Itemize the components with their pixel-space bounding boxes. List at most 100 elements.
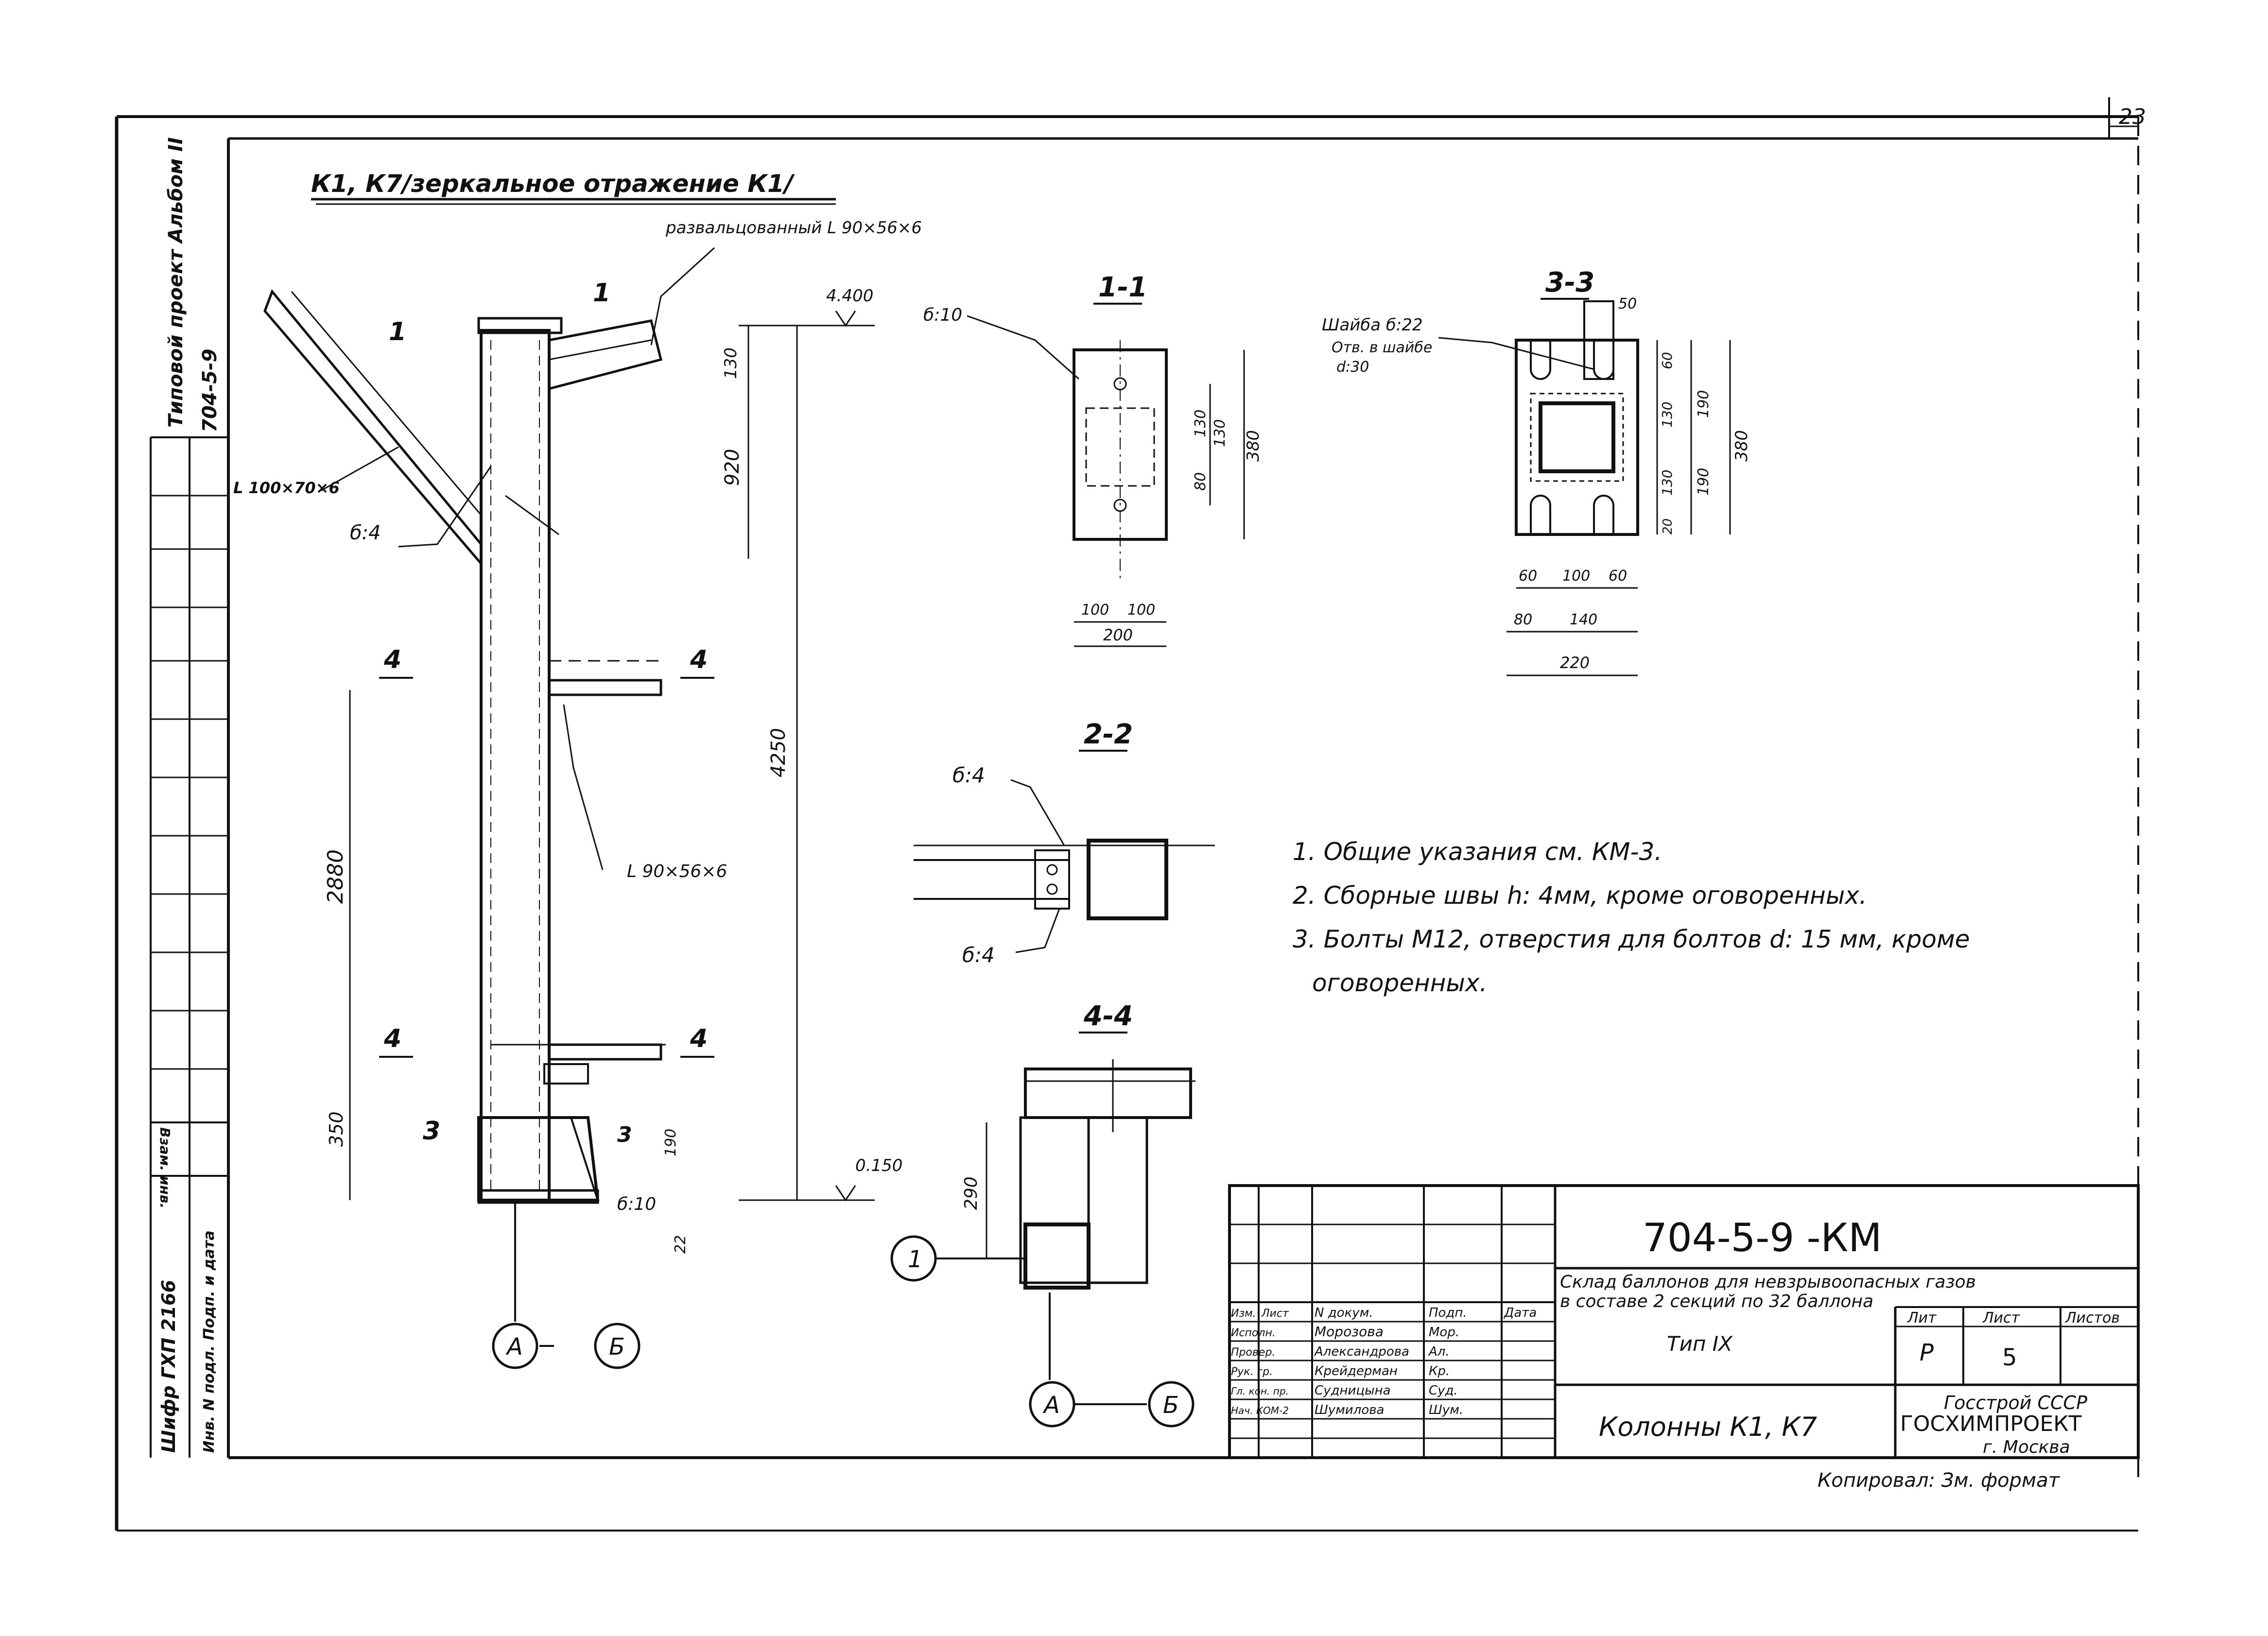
general-notes: 1. Общие указания см. КМ-3. 2. Сборные ш…: [1293, 838, 1970, 997]
section-11-d130b: 130: [1212, 419, 1229, 447]
section-11-d130: 130: [1192, 410, 1209, 437]
section-44-circle: 1: [908, 1246, 923, 1273]
row-3-role: Рук. гр.: [1231, 1366, 1273, 1378]
title-block-org-3: г. Москва: [1983, 1437, 2070, 1457]
section-33-base: [1515, 339, 1639, 536]
column-top-plate: [477, 317, 563, 334]
section-33-d130a: 130: [1659, 402, 1675, 428]
column-base: [477, 1116, 600, 1202]
section-33-title: 3-3: [1545, 267, 1594, 298]
section-33-d100: 100: [1562, 568, 1590, 585]
row-5-sign: Шум.: [1429, 1403, 1463, 1417]
section-33-d60a: 60: [1519, 568, 1537, 585]
title-block-org-1: Госстрой СССР: [1944, 1392, 2087, 1413]
section-33-hole-d: d:30: [1336, 359, 1369, 376]
lower-bracket: [548, 1043, 662, 1061]
dim-920: 920: [721, 449, 744, 486]
section-11-d100b: 100: [1127, 602, 1155, 619]
section-11-d80: 80: [1192, 472, 1209, 491]
title-block-sheet-name: Колонны К1, К7: [1599, 1412, 1817, 1442]
mid-bracket: [548, 679, 662, 696]
side-code-label: 704-5-9: [199, 349, 221, 432]
title-block-code: 704-5-9 -КМ: [1643, 1215, 1882, 1260]
title-block-org-2: ГОСХИМПРОЕКТ: [1900, 1412, 2082, 1436]
sheet-number: 23: [2119, 104, 2146, 129]
title-block-sheets-label: Листов: [2065, 1309, 2120, 1326]
row-4-name: Судницына: [1315, 1383, 1391, 1398]
section-22-plate-top: б:4: [952, 763, 985, 787]
sec4-a-mark: 4: [383, 645, 401, 674]
title-block-type: Тип IX: [1667, 1332, 1733, 1356]
elev-bottom-label: 0.150: [855, 1156, 902, 1175]
dim-350: 350: [326, 1111, 347, 1147]
row-2-role: Провер.: [1231, 1346, 1275, 1359]
section-11-plate-label: б:10: [923, 305, 962, 325]
section-33-d80: 80: [1514, 611, 1532, 628]
angle-note-label: развальцованный L 90×56×6: [665, 218, 922, 238]
side-project-label: Типовой проект Альбом II: [165, 137, 187, 428]
sec1-right-mark: 1: [593, 278, 610, 308]
top-bracket: [549, 319, 663, 390]
title-block-stage: Р: [1920, 1339, 1934, 1366]
section-44-title: 4-4: [1083, 1000, 1133, 1032]
sec1-left-mark: 1: [389, 317, 406, 346]
hdr-ndoc: N докум.: [1315, 1306, 1373, 1320]
section-22-title: 2-2: [1084, 719, 1133, 750]
section-33-d60b: 60: [1609, 568, 1627, 585]
section-11-d380: 380: [1244, 430, 1263, 462]
axis-a-label: А: [505, 1333, 523, 1360]
row-2-name: Александрова: [1314, 1344, 1409, 1359]
hdr-podp: Подп.: [1429, 1306, 1467, 1320]
row-2-sign: Ал.: [1428, 1344, 1450, 1359]
plate-b10-label: б:10: [617, 1194, 656, 1214]
angle-left-label: L 100×70×6: [233, 479, 340, 497]
row-1-name: Морозова: [1315, 1324, 1384, 1340]
row-3-name: Крейдерман: [1315, 1364, 1398, 1378]
note-3-cont: оговоренных.: [1312, 969, 1487, 997]
section-3-3: 3-3 Шайба б:22 Отв. в шайбе d:30 50 60 1…: [1322, 267, 1751, 676]
section-33-d50: 50: [1618, 295, 1637, 312]
section-2-2: 2-2 б:4 б:4: [914, 719, 1215, 967]
section-33-d130b: 130: [1659, 470, 1675, 496]
dim-190: 190: [662, 1129, 679, 1156]
side-sign-label: Инв. N подл. Подп. и дата: [201, 1230, 218, 1453]
section-44-d290: 290: [961, 1176, 981, 1210]
section-11-d100a: 100: [1081, 602, 1109, 619]
sec3-a-mark: 3: [423, 1117, 440, 1146]
section-33-d380: 380: [1732, 430, 1751, 462]
row-4-sign: Суд.: [1429, 1383, 1458, 1398]
sheet-frame: [115, 97, 2139, 1532]
section-33-washer: Шайба б:22: [1322, 315, 1423, 335]
main-view-title: К1, К7/зеркальное отражение К1/: [311, 170, 795, 198]
section-22-plate-bot: б:4: [962, 943, 995, 967]
section-33-d140: 140: [1570, 611, 1597, 628]
sec4-c-mark: 4: [383, 1024, 401, 1053]
title-block-copied: Копировал: Зм. формат: [1818, 1469, 2060, 1492]
section-44-axis-b: Б: [1163, 1392, 1179, 1419]
section-44-beam: [1024, 1068, 1192, 1119]
side-cipher-label: Шифр ГХП 2166: [158, 1280, 179, 1453]
title-block: 704-5-9 -КМ Склад баллонов для невзрывоо…: [1228, 1184, 2140, 1492]
note-2: 2. Сборные швы h: 4мм, кроме оговоренных…: [1293, 881, 1867, 910]
dim-22: 22: [672, 1235, 689, 1254]
section-1-1: 1-1 б:10 130 80 130 380 100 100 200: [923, 272, 1263, 647]
section-44-axis-a: А: [1042, 1392, 1060, 1419]
section-33-d190a: 190: [1695, 390, 1712, 418]
dim-4250: 4250: [767, 728, 790, 777]
section-11-d200: 200: [1103, 626, 1133, 644]
plate-left-label: б:4: [350, 522, 381, 544]
angle-mid-label: L 90×56×6: [627, 861, 727, 881]
side-vzam-label: Взам. инв.: [157, 1127, 173, 1208]
title-block-desc-1: Склад баллонов для невзрывоопасных газов: [1560, 1272, 1976, 1292]
row-4-role: Гл. кон. пр.: [1231, 1385, 1289, 1397]
note-3: 3. Болты М12, отверстия для болтов d: 15…: [1293, 925, 1970, 953]
row-1-role: Исполн.: [1231, 1327, 1276, 1339]
hdr-izm: Изм.: [1231, 1308, 1256, 1320]
title-block-sheet: 5: [2002, 1344, 2017, 1371]
row-3-sign: Кр.: [1429, 1364, 1450, 1378]
sec4-b-mark: 4: [690, 645, 708, 674]
note-1: 1. Общие указания см. КМ-3.: [1293, 838, 1662, 866]
row-5-role: Нач. КОМ-2: [1231, 1405, 1289, 1416]
hdr-date: Дата: [1504, 1306, 1537, 1320]
sec4-d-mark: 4: [690, 1024, 708, 1053]
